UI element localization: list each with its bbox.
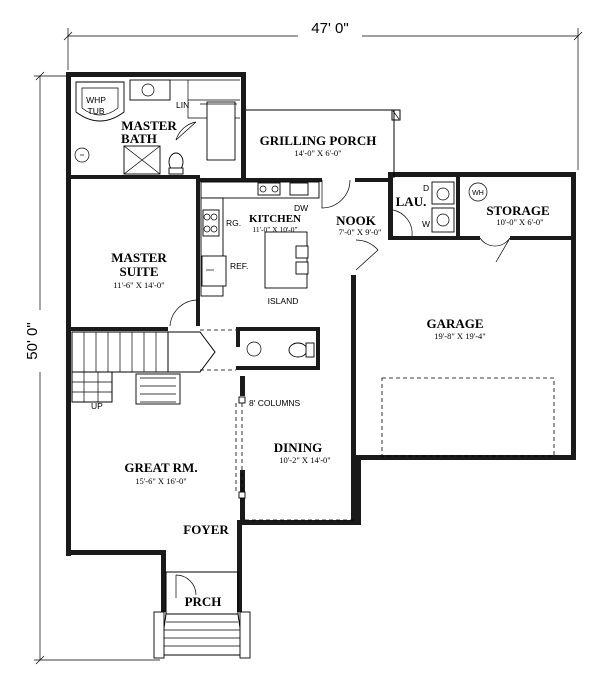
powder-room-fixtures — [246, 341, 315, 358]
garage-label: GARAGE — [426, 316, 483, 331]
dining-label: DINING — [274, 440, 322, 455]
grilling-porch-dims: 14'-0" X 6'-0" — [294, 148, 341, 158]
columns-label: 8' COLUMNS — [249, 398, 301, 408]
great-room-label: GREAT RM. — [124, 460, 197, 475]
grilling-porch-outline — [246, 109, 401, 178]
door-swings — [321, 179, 511, 271]
kitchen-fixtures — [169, 181, 320, 327]
exterior-walls — [66, 72, 576, 612]
storage-dims: 10'-0" X 6'-0" — [496, 217, 543, 227]
kitchen-label: KITCHEN — [249, 213, 301, 225]
storage-label: STORAGE — [486, 203, 549, 218]
master-bath-label-2: BATH — [121, 131, 157, 146]
dishwasher-label: DW — [294, 203, 308, 213]
range-label: RG. — [226, 218, 241, 228]
whp-tub-label-2: TUB — [88, 106, 105, 116]
overall-depth-label: 50' 0" — [24, 322, 41, 359]
dining-dims: 10'-2" X 14'-0" — [279, 455, 331, 465]
garage-parking-outline — [381, 377, 555, 457]
overall-width-dimension: 47' 0" — [63, 18, 583, 170]
water-heater-label: WH — [472, 190, 484, 197]
nook-dims: 7'-0" X 9'-0" — [338, 227, 381, 237]
stairs — [71, 329, 236, 405]
master-suite-dims: 11'-6" X 14'-0" — [113, 280, 164, 290]
columns — [235, 396, 356, 521]
master-suite-label-1: MASTER — [111, 250, 167, 265]
linen-label: LIN — [176, 100, 189, 110]
grilling-porch-label: GRILLING PORCH — [260, 133, 377, 148]
great-room-dims: 15'-6" X 16'-0" — [135, 476, 187, 486]
laundry-fixtures — [431, 181, 488, 233]
foyer-label: FOYER — [183, 522, 229, 537]
washer-label: W — [422, 219, 430, 229]
island-label: ISLAND — [268, 296, 299, 306]
porch-label: PRCH — [185, 594, 222, 609]
room-labels: MASTER BATH WHP TUB LIN GRILLING PORCH 1… — [86, 95, 550, 609]
whp-tub-label-1: WHP — [86, 95, 106, 105]
dryer-label: D — [423, 183, 429, 193]
stairs-up-label: UP — [91, 401, 103, 411]
master-bath-label-1: MASTER — [121, 118, 177, 133]
master-bath-fixtures — [74, 79, 240, 175]
annotations: DW RG. REF. ISLAND UP 8' COLUMNS WH D W — [91, 183, 484, 411]
laundry-label: LAU. — [396, 194, 427, 209]
garage-dims: 19'-8" X 19'-4" — [434, 331, 486, 341]
overall-width-label: 47' 0" — [311, 20, 348, 37]
nook-label: NOOK — [336, 213, 377, 228]
front-porch — [153, 571, 251, 659]
overall-depth-dimension: 50' 0" — [24, 71, 160, 665]
master-suite-label-2: SUITE — [119, 264, 158, 279]
kitchen-dims: 11'-0" X 10'-0" — [252, 225, 297, 234]
refrigerator-label: REF. — [230, 261, 248, 271]
